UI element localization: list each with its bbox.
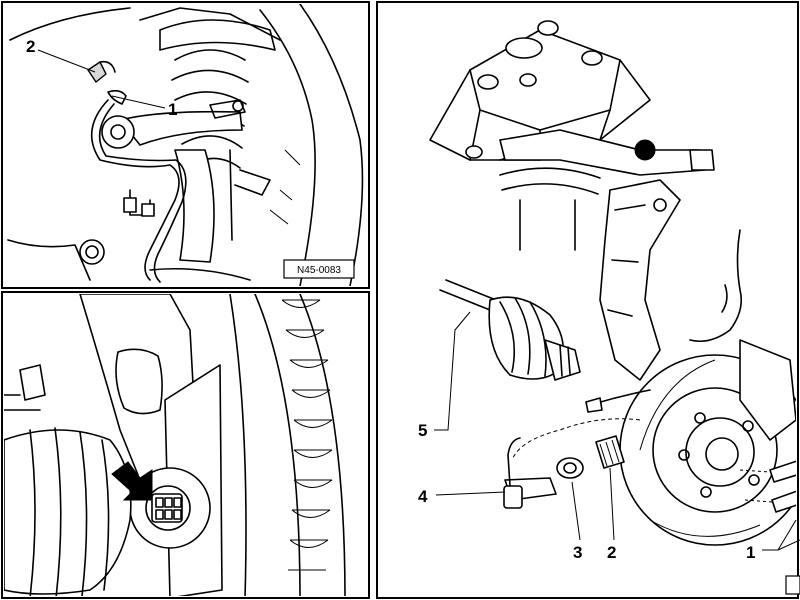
panel-top-left: 2 1 N45-0083 xyxy=(7,4,364,286)
panel-bottom-left xyxy=(4,294,346,596)
callout-1-right: 1 xyxy=(746,543,755,562)
callout-1-top-left: 1 xyxy=(168,100,177,119)
reference-tag: N45-0083 xyxy=(297,265,341,276)
callout-4-right: 4 xyxy=(418,487,428,506)
panel-right: 5 4 3 2 1 xyxy=(418,20,800,595)
pointer-arrow xyxy=(111,461,153,501)
reference-tag-box-right xyxy=(785,575,800,595)
callout-2-right: 2 xyxy=(607,543,616,562)
callout-5-right: 5 xyxy=(418,421,427,440)
reference-tag-box xyxy=(283,259,355,279)
callout-2-top-left: 2 xyxy=(26,37,35,56)
callout-3-right: 3 xyxy=(573,543,582,562)
